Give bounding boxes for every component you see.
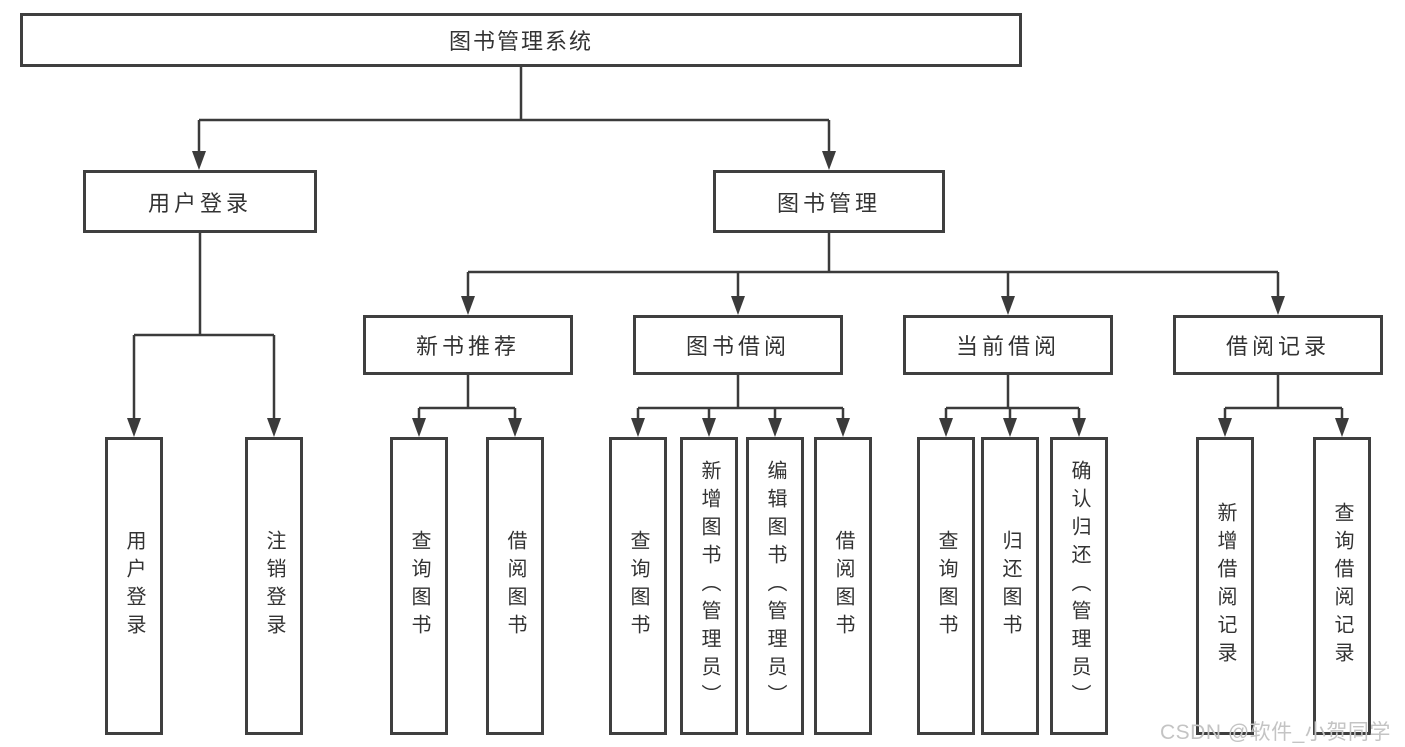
- arrowhead-icon: [267, 418, 281, 437]
- node-label: 查询图书: [935, 530, 957, 642]
- arrowhead-icon: [768, 418, 782, 437]
- leaf-borrow-book-recommend: 借阅图书: [486, 437, 544, 735]
- arrowhead-icon: [461, 296, 475, 315]
- arrowhead-icon: [192, 151, 206, 170]
- node-label: 注销登录: [263, 530, 285, 642]
- arrowhead-icon: [1003, 418, 1017, 437]
- arrowhead-icon: [631, 418, 645, 437]
- node-label: 确认归还（管理员）: [1068, 460, 1090, 712]
- node-label: 图书借阅: [685, 334, 790, 359]
- node-label: 查询图书: [627, 530, 649, 642]
- arrowhead-icon: [1072, 418, 1086, 437]
- node-label: 新书推荐: [415, 334, 520, 359]
- node-user-login-branch: 用户登录: [83, 170, 317, 233]
- node-new-book-recommend: 新书推荐: [363, 315, 573, 375]
- connector-path: [132, 67, 1344, 420]
- node-label: 当前借阅: [955, 334, 1060, 359]
- arrowhead-icon: [939, 418, 953, 437]
- node-label: 借阅记录: [1225, 334, 1330, 359]
- node-label: 查询借阅记录: [1331, 502, 1353, 670]
- leaf-confirm-return-admin: 确认归还（管理员）: [1050, 437, 1108, 735]
- node-label: 新增图书（管理员）: [698, 460, 720, 712]
- leaf-user-login: 用户登录: [105, 437, 163, 735]
- arrowhead-icon: [127, 418, 141, 437]
- node-current-borrowing: 当前借阅: [903, 315, 1113, 375]
- leaf-add-book-admin: 新增图书（管理员）: [680, 437, 738, 735]
- node-label: 归还图书: [999, 530, 1021, 642]
- node-label: 图书管理: [776, 190, 881, 216]
- node-label: 借阅图书: [504, 530, 526, 642]
- leaf-borrow-book: 借阅图书: [814, 437, 872, 735]
- node-label: 用户登录: [123, 530, 145, 642]
- arrowhead-icon: [731, 296, 745, 315]
- leaf-query-book-borrow: 查询图书: [609, 437, 667, 735]
- node-label: 编辑图书（管理员）: [764, 460, 786, 712]
- leaf-return-book: 归还图书: [981, 437, 1039, 735]
- arrowhead-icon: [1218, 418, 1232, 437]
- arrowhead-icon: [508, 418, 522, 437]
- node-root-system: 图书管理系统: [20, 13, 1022, 67]
- leaf-edit-book-admin: 编辑图书（管理员）: [746, 437, 804, 735]
- arrowhead-icon: [412, 418, 426, 437]
- arrowhead-icon: [1271, 296, 1285, 315]
- node-book-borrowing: 图书借阅: [633, 315, 843, 375]
- node-label: 借阅图书: [832, 530, 854, 642]
- arrowhead-icon: [1335, 418, 1349, 437]
- arrowhead-icon: [702, 418, 716, 437]
- leaf-query-book-current: 查询图书: [917, 437, 975, 735]
- arrowhead-icon: [836, 418, 850, 437]
- leaf-add-borrow-record: 新增借阅记录: [1196, 437, 1254, 735]
- node-label: 用户登录: [147, 190, 252, 216]
- node-label: 新增借阅记录: [1214, 502, 1236, 670]
- node-label: 图书管理系统: [448, 29, 593, 54]
- node-label: 查询图书: [408, 530, 430, 642]
- leaf-query-book-recommend: 查询图书: [390, 437, 448, 735]
- leaf-query-borrow-record: 查询借阅记录: [1313, 437, 1371, 735]
- arrowheads: [127, 151, 1349, 437]
- watermark: CSDN @软件_小贺同学: [1160, 721, 1391, 744]
- node-book-management-branch: 图书管理: [713, 170, 945, 233]
- leaf-logout: 注销登录: [245, 437, 303, 735]
- arrowhead-icon: [822, 151, 836, 170]
- node-borrowing-records: 借阅记录: [1173, 315, 1383, 375]
- arrowhead-icon: [1001, 296, 1015, 315]
